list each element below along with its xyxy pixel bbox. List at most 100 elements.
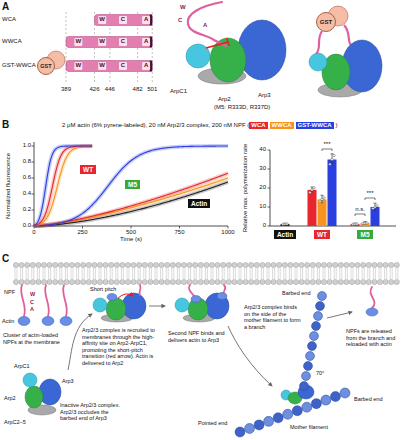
gst-circle: GST bbox=[37, 57, 55, 75]
lipid-head bbox=[19, 262, 24, 267]
lipid-head bbox=[53, 279, 58, 284]
lipid-head bbox=[109, 279, 114, 284]
lipid-head bbox=[25, 262, 30, 267]
tick-label: 1000 bbox=[221, 229, 234, 236]
lipid-tail bbox=[32, 268, 34, 279]
chart-axis bbox=[34, 142, 228, 226]
lipid-head bbox=[75, 262, 80, 267]
lipid-tail bbox=[340, 268, 342, 279]
subunit-label: ArpC1 bbox=[170, 88, 187, 95]
tick-mark bbox=[32, 178, 35, 179]
short-pitch-arrow bbox=[118, 294, 133, 298]
lipid-head bbox=[75, 279, 80, 284]
lipid-head bbox=[265, 262, 270, 267]
polymerization-curve bbox=[34, 146, 92, 226]
lipid-head bbox=[271, 279, 276, 284]
lipid-head bbox=[153, 279, 158, 284]
significance-mark: *** bbox=[366, 190, 373, 197]
tick-mark bbox=[228, 226, 229, 229]
lipid-tail bbox=[368, 268, 370, 279]
node-text: M5 bbox=[128, 181, 137, 188]
legend-swatch: GST-WWCA bbox=[296, 122, 334, 129]
subunit-label: Arp3 bbox=[62, 378, 74, 385]
lipid-head bbox=[366, 279, 371, 284]
lipid-head bbox=[249, 262, 254, 267]
rate-bar bbox=[328, 160, 337, 227]
replicate-dot bbox=[313, 187, 315, 189]
domain-letter: C bbox=[121, 62, 125, 69]
lipid-head bbox=[36, 262, 41, 267]
protein-blob bbox=[25, 386, 43, 408]
lipid-tail bbox=[323, 268, 325, 279]
node-text: WT bbox=[83, 166, 93, 173]
tick-mark bbox=[32, 194, 35, 195]
lipid-head bbox=[125, 262, 130, 267]
lipid-tail bbox=[21, 268, 23, 279]
tick-label: 0.2 bbox=[23, 206, 31, 213]
lipid-head bbox=[53, 262, 58, 267]
stage-note: Inactive Arp2/3 complex. Arp2/3 occludes… bbox=[60, 402, 120, 422]
residue-number: 482 bbox=[133, 86, 143, 93]
protein-blob bbox=[205, 293, 229, 319]
domain-box bbox=[98, 38, 106, 46]
lipid-tail bbox=[116, 268, 118, 279]
lipid-head bbox=[36, 279, 41, 284]
lipid-head bbox=[193, 279, 198, 284]
lipid-tail bbox=[121, 268, 123, 279]
lipid-head bbox=[198, 262, 203, 267]
lipid-tail bbox=[217, 268, 219, 279]
actin-subunit bbox=[283, 409, 293, 419]
lipid-tail bbox=[161, 268, 163, 279]
lipid-tail bbox=[334, 268, 336, 279]
lipid-tail bbox=[351, 268, 353, 279]
lipid-head bbox=[226, 262, 231, 267]
lipid-tail bbox=[379, 268, 381, 279]
lipid-head bbox=[209, 279, 214, 284]
construct-name: GST-WWCA bbox=[2, 62, 36, 69]
replicate-dot bbox=[286, 223, 288, 225]
lipid-head bbox=[277, 279, 282, 284]
lipid-head bbox=[13, 279, 18, 284]
node-text: GST bbox=[40, 63, 51, 69]
npf-strand bbox=[139, 285, 140, 295]
protein-blob bbox=[60, 317, 72, 326]
lipid-head bbox=[389, 262, 394, 267]
lipid-head bbox=[176, 262, 181, 267]
lipid-tail bbox=[37, 268, 39, 279]
lipid-tail bbox=[43, 268, 45, 279]
npf-cluster bbox=[18, 285, 72, 326]
lipid-tail bbox=[278, 268, 280, 279]
lipid-head bbox=[81, 279, 86, 284]
polymerization-curve bbox=[34, 146, 92, 226]
actin-subunit bbox=[304, 362, 313, 371]
protein-blob bbox=[18, 317, 30, 326]
lipid-tail bbox=[345, 268, 347, 279]
lipid-head bbox=[187, 279, 192, 284]
tick-label: 10 bbox=[259, 203, 266, 210]
lipid-head bbox=[41, 262, 46, 267]
lipid-head bbox=[69, 262, 74, 267]
lipid-head bbox=[120, 279, 125, 284]
tick-label: 30 bbox=[259, 165, 266, 172]
construct-name: WCA bbox=[2, 16, 16, 23]
lipid-head bbox=[372, 262, 377, 267]
lipid-tail bbox=[205, 268, 207, 279]
lipid-tail bbox=[155, 268, 157, 279]
lipid-head bbox=[114, 262, 119, 267]
tick-mark bbox=[268, 188, 271, 189]
lipid-head bbox=[148, 262, 153, 267]
replicate-dot bbox=[323, 197, 325, 199]
domain-box bbox=[119, 62, 127, 70]
npf-construct-bar bbox=[66, 61, 152, 72]
lipid-head bbox=[260, 262, 265, 267]
lipid-head bbox=[265, 279, 270, 284]
lipid-tail bbox=[177, 268, 179, 279]
c-terminus bbox=[150, 61, 153, 72]
domain-letter: W bbox=[75, 38, 81, 45]
lipid-head bbox=[165, 279, 170, 284]
panel-c-art bbox=[13, 262, 399, 437]
error-band bbox=[34, 146, 92, 226]
lipid-tail bbox=[54, 268, 56, 279]
replicate-dot bbox=[376, 205, 378, 207]
lipid-head bbox=[204, 262, 209, 267]
